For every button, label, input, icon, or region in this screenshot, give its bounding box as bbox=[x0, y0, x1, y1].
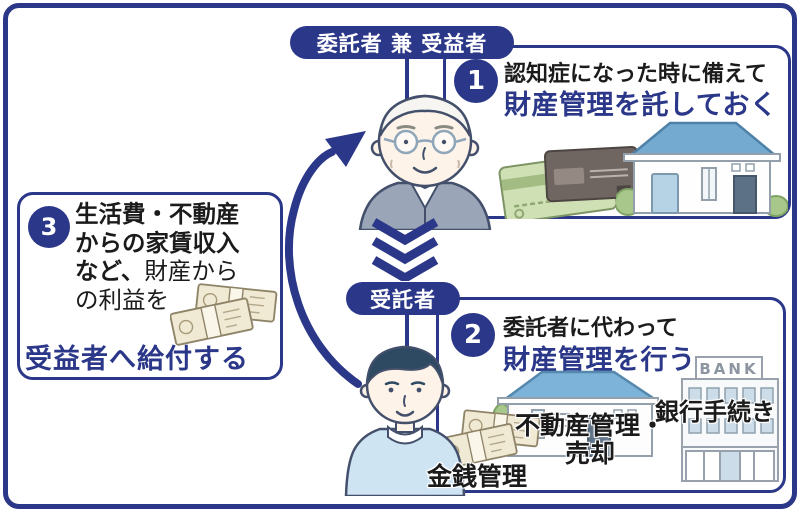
step3-box: 3 生活費・不動産 からの家賃収入 など、財産から の利益を 受益者へ給付する bbox=[17, 192, 283, 380]
step3-line4: の利益を bbox=[75, 285, 169, 314]
step1-line1: 認知症になった時に備えて bbox=[504, 62, 767, 87]
bank-building-icon: BANK bbox=[681, 356, 779, 482]
step3-line3-normal: 財産から bbox=[144, 257, 239, 285]
step3-number-badge: 3 bbox=[28, 206, 70, 248]
step2-number: 2 bbox=[463, 320, 483, 350]
settlor-connector-line bbox=[405, 55, 409, 105]
trustee-label: 受託者 bbox=[346, 282, 460, 315]
real-estate-label-line1: 不動産管理・ bbox=[514, 411, 665, 440]
young-man-illustration bbox=[344, 345, 466, 496]
step2-line1: 委託者に代わって bbox=[503, 316, 678, 341]
down-chevrons-icon bbox=[371, 218, 439, 281]
step3-line3: など、財産から bbox=[75, 257, 240, 286]
money-bundle-icon bbox=[170, 283, 278, 346]
settlor-beneficiary-text: 委託者 兼 受益者 bbox=[316, 31, 488, 56]
settlor-beneficiary-label: 委託者 兼 受益者 bbox=[290, 26, 514, 59]
step1-number: 1 bbox=[466, 66, 486, 96]
money-bundle-icon bbox=[437, 409, 541, 470]
step3-number: 3 bbox=[40, 213, 58, 241]
benefit-flow-arrow-icon bbox=[284, 131, 366, 388]
diagram-border bbox=[3, 3, 797, 509]
elderly-man-illustration bbox=[358, 94, 492, 230]
house-icon bbox=[616, 121, 788, 217]
bank-procedures-label: 銀行手続き bbox=[655, 398, 775, 426]
trustee-text: 受託者 bbox=[370, 287, 436, 312]
step3-highlight: 受益者へ給付する bbox=[25, 344, 249, 375]
step1-line2: 財産管理を託しておく bbox=[504, 90, 778, 121]
real-estate-label-line2: 売却 bbox=[564, 439, 615, 468]
step3-line2: からの家賃収入 bbox=[75, 228, 240, 257]
step1-number-badge: 1 bbox=[454, 59, 498, 103]
bank-sign-text: BANK bbox=[699, 360, 758, 378]
step3-line1: 生活費・不動産 bbox=[75, 200, 240, 228]
house-sale-icon bbox=[492, 370, 661, 457]
credit-cards-icon bbox=[498, 145, 640, 219]
real-estate-label: 不動産管理・ 売却 bbox=[505, 412, 675, 468]
trustee-connector-line bbox=[405, 312, 409, 352]
step2-number-badge: 2 bbox=[451, 313, 495, 357]
step3-text: 生活費・不動産 からの家賃収入 など、財産から の利益を bbox=[75, 200, 240, 314]
money-management-label: 金銭管理 bbox=[427, 462, 528, 491]
step3-line3-bold: など、 bbox=[75, 257, 145, 285]
